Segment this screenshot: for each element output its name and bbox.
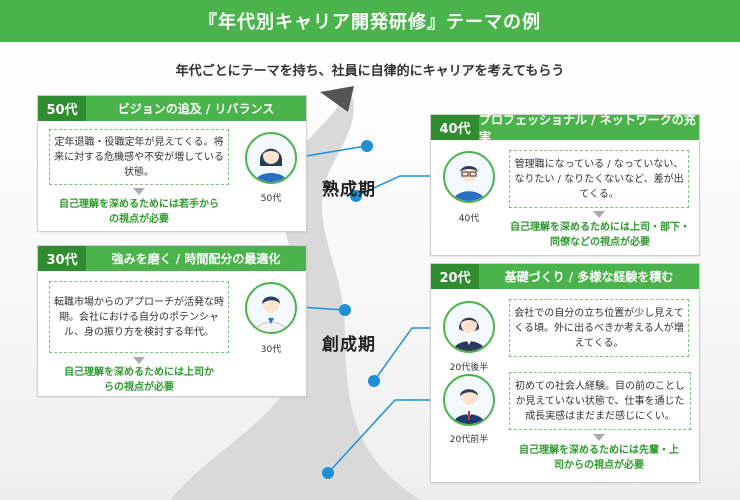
down-triangle-icon: [133, 188, 145, 195]
person-icon: [247, 284, 295, 332]
page-subtitle: 年代ごとにテーマを持ち、社員に自律的にキャリアを考えてもらう: [0, 60, 740, 79]
age-tag: 50代: [38, 96, 86, 121]
card-header: 40代 プロフェッショナル / ネットワークの充実: [431, 115, 699, 140]
situation-box-late: 会社での自分の立ち位置が少し見えてくる頃。外に出るべきか考える人が増えてくる。: [509, 299, 689, 357]
avatar-30s: [245, 282, 297, 334]
situation-box-early: 初めての社会人経験。目の前のことしか見えていない状態で、仕事を通じた成長実感はま…: [509, 372, 691, 430]
age-tag: 20代: [431, 264, 479, 289]
theme-title: プロフェッショナル / ネットワークの充実: [479, 115, 699, 140]
theme-title: 強みを磨く / 時間配分の最適化: [86, 246, 306, 271]
avatar-label: 30代: [245, 342, 297, 355]
perspective-need: 自己理解を深めるためには若手からの視点が必要: [59, 197, 219, 227]
situation-box: 転職市場からのアプローチが活発な時期。会社における自分のポテンシャル、身の振り方…: [49, 281, 229, 353]
avatar-label: 40代: [443, 211, 495, 224]
connector-dot-30: [339, 304, 351, 316]
card-40s: 40代 プロフェッショナル / ネットワークの充実 40代 管理職になっている …: [430, 114, 700, 256]
perspective-need: 自己理解を深めるためには先輩・上司からの視点が必要: [519, 443, 679, 473]
avatar-40s: [443, 151, 495, 203]
avatar-label: 50代: [245, 191, 297, 204]
phase-label-mature: 熟成期: [322, 175, 376, 200]
theme-title: ビジョンの追及 / リバランス: [86, 96, 306, 121]
person-icon: [445, 153, 493, 201]
card-30s: 30代 強みを磨く / 時間配分の最適化 転職市場からのアプローチが活発な時期。…: [37, 245, 307, 397]
card-20s: 20代 基礎づくり / 多様な経験を積む 20代後半 会社での自分の立ち位置が少…: [430, 263, 700, 483]
card-header: 30代 強みを磨く / 時間配分の最適化: [38, 246, 306, 271]
connector-dot-20-early: [322, 467, 334, 479]
card-header: 20代 基礎づくり / 多様な経験を積む: [431, 264, 699, 289]
connector-dot-50: [361, 140, 373, 152]
situation-box: 定年退職・役職定年が見えてくる。将来に対する危機感や不安が増している状態。: [49, 129, 229, 185]
perspective-need: 自己理解を深めるためには上司・部下・同僚などの視点が必要: [509, 220, 691, 250]
age-tag: 30代: [38, 246, 86, 271]
down-triangle-icon: [593, 211, 605, 218]
person-icon: [247, 134, 295, 182]
perspective-need: 自己理解を深めるためには上司からの視点が必要: [64, 365, 214, 395]
situation-box: 管理職になっている / なっていない、なりたい / なりたくないなど、差が出てく…: [509, 150, 689, 208]
down-triangle-icon: [133, 357, 145, 364]
theme-title: 基礎づくり / 多様な経験を積む: [479, 264, 699, 289]
phase-label-early: 創成期: [322, 330, 376, 355]
card-header: 50代 ビジョンの追及 / リバランス: [38, 96, 306, 121]
person-icon: [445, 376, 493, 424]
down-triangle-icon: [593, 434, 605, 441]
avatar-label-early: 20代前半: [439, 432, 499, 445]
avatar-label-late: 20代後半: [439, 360, 499, 373]
age-tag: 40代: [431, 115, 479, 140]
person-icon: [445, 303, 493, 351]
avatar-20s-late: [443, 301, 495, 353]
page-title: 『年代別キャリア開発研修』テーマの例: [0, 0, 740, 42]
connector-dot-20-late: [368, 375, 380, 387]
avatar-20s-early: [443, 374, 495, 426]
card-50s: 50代 ビジョンの追及 / リバランス 定年退職・役職定年が見えてくる。将来に対…: [37, 95, 307, 232]
avatar-50s: [245, 132, 297, 184]
